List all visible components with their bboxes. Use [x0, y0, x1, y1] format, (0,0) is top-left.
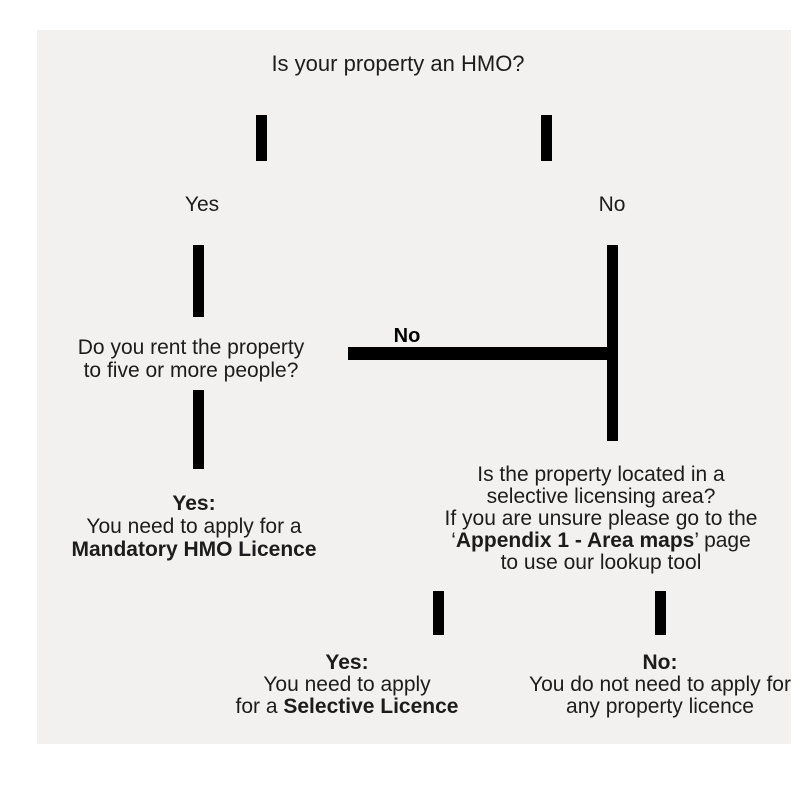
flowchart-panel	[37, 30, 791, 744]
outcome-selective-line2-prefix: for a	[235, 695, 284, 718]
connector-selective-to-yes-outcome	[433, 591, 444, 635]
branch-label-no: No	[598, 193, 626, 216]
outcome-selective-line1: You need to apply	[263, 673, 431, 696]
connector-selective-to-no-outcome	[655, 591, 666, 635]
question-selective-line4: ‘Appendix 1 - Area maps’ page	[445, 530, 758, 552]
question-selective-line5: to use our lookup tool	[500, 551, 702, 574]
question-selective-line4-prefix: ‘	[451, 529, 456, 552]
outcome-mandatory: Yes: You need to apply for a Mandatory H…	[71, 492, 316, 561]
connector-title-to-no	[541, 115, 552, 161]
outcome-none: No: You do not need to apply for any pro…	[529, 652, 791, 718]
question-selective-line2: selective licensing area?	[486, 485, 716, 508]
question-selective: Is the property located in a selective l…	[445, 464, 758, 574]
connector-rent-no-horizontal	[348, 347, 618, 360]
outcome-mandatory-label: Yes:	[172, 492, 216, 515]
branch-label-yes: Yes	[184, 193, 220, 216]
connector-yes-to-rent-question	[193, 245, 204, 317]
no-connector-label: No	[393, 325, 421, 347]
outcome-none-label: No:	[642, 651, 678, 674]
outcome-selective: Yes: You need to apply for a Selective L…	[236, 652, 459, 718]
outcome-selective-label: Yes:	[325, 651, 369, 674]
question-selective-line4-suffix: ’ page	[694, 529, 751, 552]
outcome-mandatory-line1: You need to apply for a	[86, 515, 302, 538]
question-selective-line1: Is the property located in a	[477, 463, 725, 486]
outcome-selective-line2: for a Selective Licence	[236, 696, 459, 718]
outcome-none-line2: any property licence	[566, 695, 754, 718]
question-rent: Do you rent the property to five or more…	[78, 336, 304, 382]
appendix-area-maps-reference: Appendix 1 - Area maps	[455, 529, 695, 552]
outcome-selective-line2-bold: Selective Licence	[283, 695, 459, 718]
connector-title-to-yes	[256, 115, 267, 161]
flowchart-title: Is your property an HMO?	[271, 51, 525, 76]
outcome-none-line1: You do not need to apply for	[529, 673, 791, 696]
connector-no-to-selective-question	[607, 245, 618, 441]
connector-rent-yes-to-outcome	[193, 390, 204, 469]
question-selective-line3: If you are unsure please go to the	[444, 507, 758, 530]
outcome-mandatory-line2: Mandatory HMO Licence	[71, 538, 317, 561]
question-rent-line2: to five or more people?	[83, 359, 299, 382]
question-rent-line1: Do you rent the property	[77, 336, 305, 359]
